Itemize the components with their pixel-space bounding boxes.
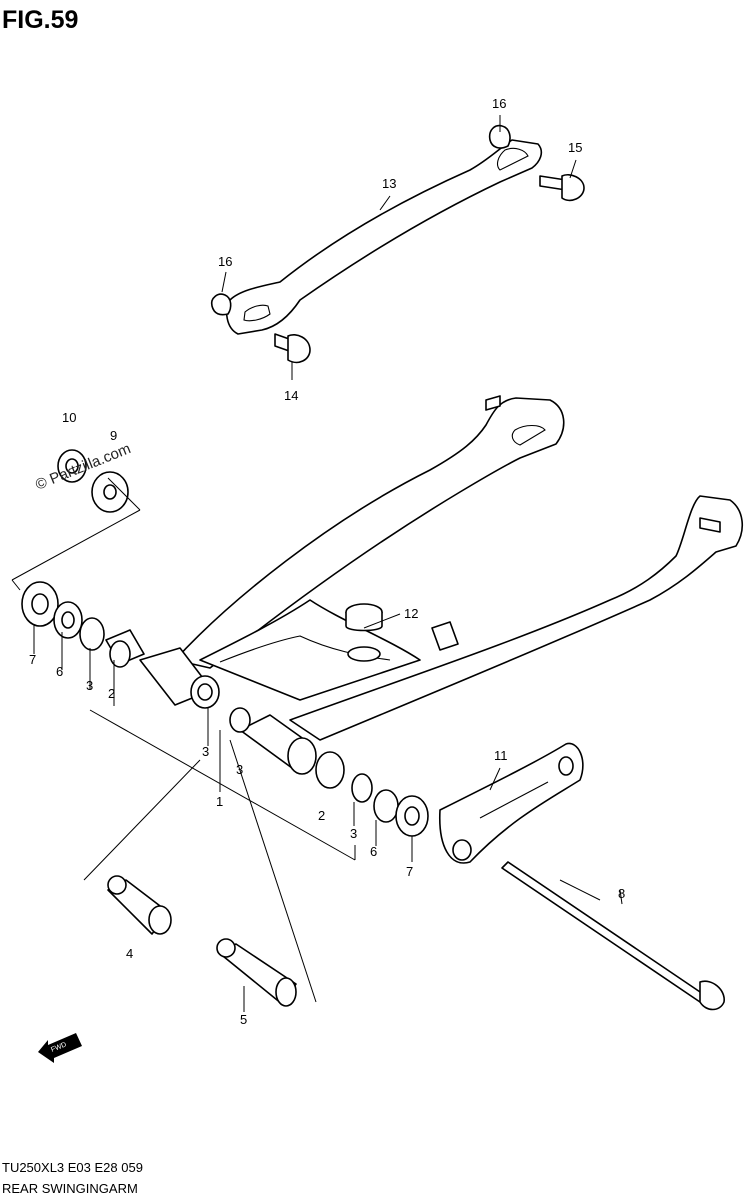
callout-3: 3 [236,762,243,777]
callout-9: 9 [110,428,117,443]
callout-10: 10 [62,410,76,425]
pivot-shaft-8 [501,861,725,1011]
footer-figure-name: REAR SWINGINGARM [2,1181,138,1196]
footer-model-code: TU250XL3 E03 E28 059 [2,1160,143,1175]
callout-2: 2 [108,686,115,701]
callout-3: 3 [86,678,93,693]
callout-16: 16 [492,96,506,111]
swingarm [139,395,743,775]
callout-4: 4 [126,946,133,961]
collar-4 [107,875,172,935]
forward-arrow-icon: FWD [38,1033,82,1063]
callout-16: 16 [218,254,232,269]
nut-10 [57,449,87,483]
bolt-14 [274,333,311,364]
bearing-parts-left [21,581,145,668]
bolt-15 [539,173,585,202]
bearing-parts-right [315,751,429,837]
chain-guard-11 [439,742,584,864]
bump-stop-12 [345,603,383,662]
nut-16-lower [210,293,232,316]
callout-11: 11 [494,748,508,763]
callout-5: 5 [240,1012,247,1027]
callout-2: 2 [318,808,325,823]
callout-13: 13 [382,176,396,191]
callout-7: 7 [406,864,413,879]
callout-12: 12 [404,606,418,621]
nut-16-upper [488,124,511,149]
callout-15: 15 [568,140,582,155]
callout-3: 3 [350,826,357,841]
callout-1: 1 [216,794,223,809]
callout-14: 14 [284,388,298,403]
callout-8: 8 [618,886,625,901]
callout-3: 3 [202,744,209,759]
callout-6: 6 [56,664,63,679]
torque-rod [225,139,543,335]
collar-5 [216,938,297,1007]
callout-7: 7 [29,652,36,667]
leader-lines [11,115,623,1012]
figure-title: FIG.59 [2,6,78,34]
callout-6: 6 [370,844,377,859]
washer-9 [91,471,129,513]
